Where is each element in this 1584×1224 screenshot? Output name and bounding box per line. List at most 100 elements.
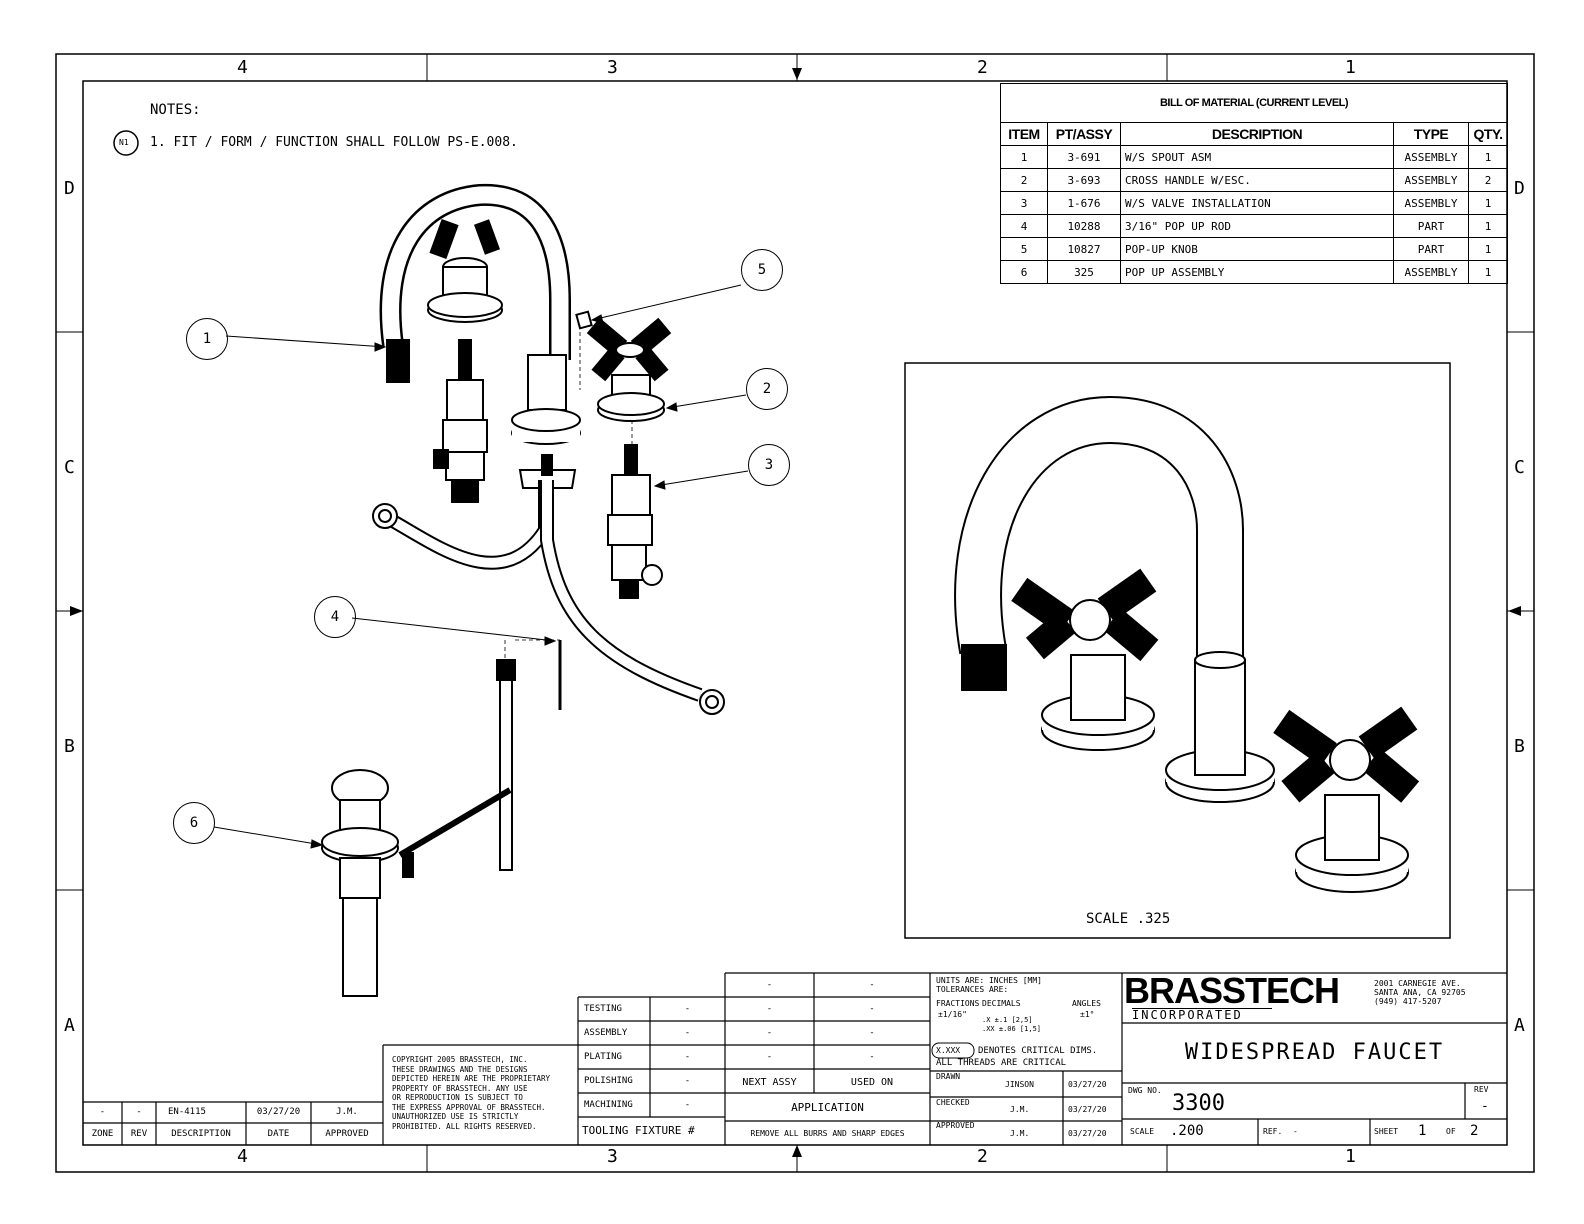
- bom-qty: 1: [1468, 237, 1508, 261]
- bom-header-qty: QTY.: [1468, 122, 1508, 146]
- next-assy-label: NEXT ASSY: [742, 1077, 797, 1088]
- rev-header-description: DESCRIPTION: [171, 1129, 231, 1139]
- bom-type: ASSEMBLY: [1393, 168, 1469, 192]
- inset-faucet: [954, 395, 1420, 893]
- app-dash: -: [869, 1028, 875, 1038]
- checked-date: 03/27/20: [1068, 1105, 1107, 1114]
- zone-top-3: 3: [607, 57, 618, 78]
- rev-description-value: EN-4115: [168, 1107, 206, 1117]
- approved-date: 03/27/20: [1068, 1129, 1107, 1138]
- bom-description: W/S SPOUT ASM: [1120, 145, 1394, 169]
- zone-top-4: 4: [237, 57, 248, 78]
- app-dash: -: [766, 1052, 773, 1062]
- table-row: 2 3-693 CROSS HANDLE W/ESC. ASSEMBLY 2: [1000, 168, 1508, 192]
- company-phone: (949) 417-5207: [1374, 997, 1442, 1006]
- copyright-line: THESE DRAWINGS AND THE DESIGNS: [392, 1064, 528, 1074]
- angles-label: ANGLES: [1072, 999, 1101, 1008]
- table-row: 3 1-676 W/S VALVE INSTALLATION ASSEMBLY …: [1000, 191, 1508, 215]
- bom-header-type: TYPE: [1393, 122, 1469, 146]
- note-item-1: 1. FIT / FORM / FUNCTION SHALL FOLLOW PS…: [150, 135, 518, 150]
- bom-header-row: ITEM PT/ASSY DESCRIPTION TYPE QTY.: [1000, 122, 1508, 146]
- bom-description: POP-UP KNOB: [1120, 237, 1394, 261]
- bom-pt: 10288: [1047, 214, 1121, 238]
- fractions-label: FRACTIONS: [936, 999, 980, 1008]
- hidden-lines: [504, 325, 633, 660]
- zone-bottom-2: 2: [977, 1146, 988, 1167]
- bom-description: W/S VALVE INSTALLATION: [1120, 191, 1394, 215]
- app-dash: -: [766, 1004, 773, 1014]
- copyright-line: PROHIBITED. ALL RIGHTS RESERVED.: [392, 1121, 537, 1131]
- bom-qty: 1: [1468, 260, 1508, 284]
- bom-description: CROSS HANDLE W/ESC.: [1120, 168, 1394, 192]
- dwg-no-label: DWG NO.: [1128, 1086, 1162, 1095]
- exploded-view: [321, 183, 725, 997]
- inset-view-frame: [904, 362, 1451, 939]
- bom-header-pt: PT/ASSY: [1047, 122, 1121, 146]
- bom-qty: 2: [1468, 168, 1508, 192]
- bom-pt: 10827: [1047, 237, 1121, 261]
- process-assembly-value: -: [684, 1028, 691, 1038]
- process-testing-value: -: [684, 1004, 691, 1014]
- sheet-border: [55, 53, 1535, 1173]
- app-dash: -: [766, 980, 773, 990]
- app-dash: -: [766, 1028, 773, 1038]
- bom-type: ASSEMBLY: [1393, 260, 1469, 284]
- table-row: 5 10827 POP-UP KNOB PART 1: [1000, 237, 1508, 261]
- copyright-line: UNAUTHORIZED USE IS STRICTLY: [392, 1112, 519, 1121]
- tooling-fixture: TOOLING FIXTURE #: [582, 1124, 695, 1137]
- drawn-label: DRAWN: [936, 1072, 961, 1081]
- app-dash: -: [869, 1052, 875, 1062]
- bom-pt: 325: [1047, 260, 1121, 284]
- bom-pt: 1-676: [1047, 191, 1121, 215]
- process-polishing: POLISHING: [584, 1076, 633, 1086]
- of-value: 2: [1470, 1123, 1479, 1139]
- balloon-4: 4: [314, 596, 356, 638]
- bom-type: PART: [1393, 214, 1469, 238]
- centering-arrows: [70, 68, 1521, 1157]
- rev-header-date: DATE: [267, 1129, 290, 1139]
- fraction-tolerance: ±1/16": [938, 1010, 967, 1019]
- bom-qty: 1: [1468, 214, 1508, 238]
- balloon-2: 2: [746, 368, 788, 410]
- bom-pt: 3-691: [1047, 145, 1121, 169]
- zone-right-a: A: [1514, 1015, 1525, 1036]
- inset-scale-label: SCALE .325: [1086, 911, 1171, 927]
- application-label: APPLICATION: [791, 1101, 864, 1114]
- balloon-3: 3: [748, 444, 790, 486]
- rev-header-approved: APPROVED: [325, 1129, 369, 1139]
- zone-left-c: C: [64, 457, 75, 478]
- bom-type: ASSEMBLY: [1393, 191, 1469, 215]
- sheet-value: 1: [1418, 1123, 1427, 1139]
- zone-bottom-3: 3: [607, 1146, 618, 1167]
- process-plating: PLATING: [584, 1052, 622, 1062]
- zone-right-d: D: [1514, 178, 1525, 199]
- bom-item: 6: [1000, 260, 1048, 284]
- approved-label: APPROVED: [936, 1121, 975, 1130]
- bom-description: POP UP ASSEMBLY: [1120, 260, 1394, 284]
- rev-header-zone: ZONE: [91, 1129, 114, 1139]
- rev-zone-value: -: [99, 1107, 106, 1117]
- bom-header-item: ITEM: [1000, 122, 1048, 146]
- copyright-line: OR REPRODUCTION IS SUBJECT TO: [392, 1093, 523, 1102]
- copyright-line: THE EXPRESS APPROVAL OF BRASSTECH.: [392, 1102, 546, 1112]
- zone-left-a: A: [64, 1015, 75, 1036]
- deburr-note: REMOVE ALL BURRS AND SHARP EDGES: [750, 1129, 905, 1138]
- process-polishing-value: -: [684, 1076, 691, 1086]
- critical-dim-box-label: X.XXX: [936, 1046, 961, 1055]
- threads-note: ALL THREADS ARE CRITICAL: [936, 1058, 1067, 1068]
- scale-label: SCALE: [1130, 1127, 1155, 1136]
- title-block-grid: [83, 972, 1507, 1145]
- zone-right-c: C: [1514, 457, 1525, 478]
- bom-type: PART: [1393, 237, 1469, 261]
- of-label: OF: [1446, 1127, 1456, 1136]
- company-address-1: 2001 CARNEGIE AVE.: [1374, 979, 1461, 988]
- balloon-1: 1: [186, 318, 228, 360]
- bom-item: 1: [1000, 145, 1048, 169]
- critical-dim-box: [931, 1042, 975, 1059]
- used-on-label: USED ON: [850, 1077, 894, 1088]
- tolerances-label: TOLERANCES ARE:: [936, 985, 1009, 994]
- zone-left-b: B: [64, 736, 75, 757]
- checked-label: CHECKED: [936, 1098, 970, 1107]
- table-row: 1 3-691 W/S SPOUT ASM ASSEMBLY 1: [1000, 145, 1508, 169]
